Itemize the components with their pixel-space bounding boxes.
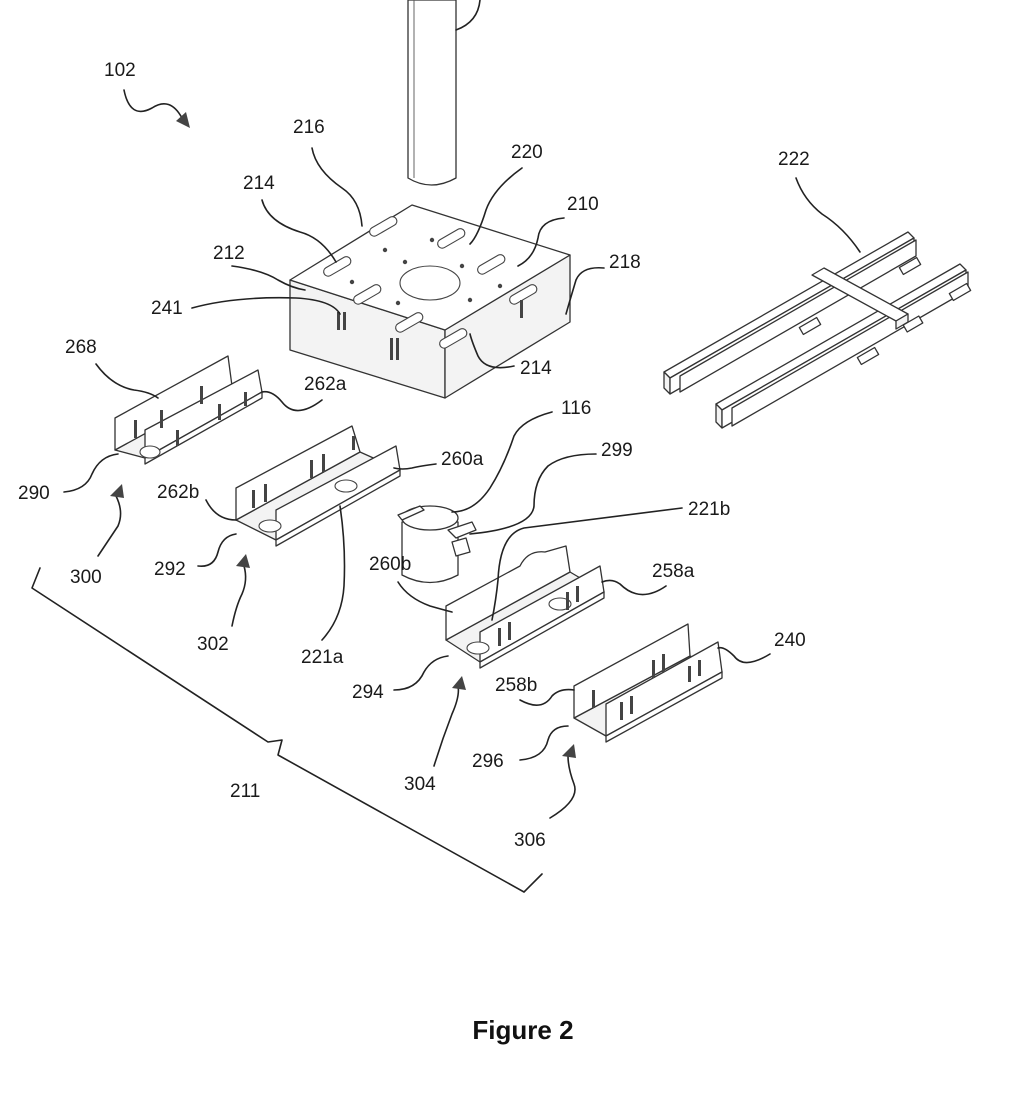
label-304: 304: [404, 774, 436, 795]
label-300: 300: [70, 567, 102, 588]
label-218: 218: [609, 252, 641, 273]
label-260b: 260b: [369, 554, 411, 575]
label-214-bottom: 214: [520, 358, 552, 379]
label-262a: 262a: [304, 374, 347, 395]
bracket-304: [446, 546, 604, 668]
label-220: 220: [511, 142, 543, 163]
label-222: 222: [778, 149, 810, 170]
label-290: 290: [18, 483, 50, 504]
label-268: 268: [65, 337, 97, 358]
label-241: 241: [151, 298, 183, 319]
label-211: 211: [230, 781, 260, 802]
label-221a: 221a: [301, 647, 344, 668]
label-240: 240: [774, 630, 806, 651]
label-102: 102: [104, 60, 136, 81]
figure-caption: Figure 2: [472, 1015, 573, 1045]
vertical-post: [408, 0, 480, 185]
label-260a: 260a: [441, 449, 484, 470]
label-258a: 258a: [652, 561, 695, 582]
label-302: 302: [197, 634, 229, 655]
label-296: 296: [472, 751, 504, 772]
label-292: 292: [154, 559, 186, 580]
rail-assembly: [664, 232, 971, 428]
bracket-302: [236, 426, 400, 546]
label-210: 210: [567, 194, 599, 215]
label-214-top: 214: [243, 173, 275, 194]
label-221b: 221b: [688, 499, 730, 520]
label-116: 116: [561, 398, 591, 419]
label-216: 216: [293, 117, 325, 138]
label-294: 294: [352, 682, 384, 703]
label-306: 306: [514, 830, 546, 851]
bracket-300: [115, 356, 262, 464]
label-212: 212: [213, 243, 245, 264]
label-262b: 262b: [157, 482, 199, 503]
label-299: 299: [601, 440, 633, 461]
label-258b: 258b: [495, 675, 537, 696]
bracket-306: [574, 624, 722, 742]
